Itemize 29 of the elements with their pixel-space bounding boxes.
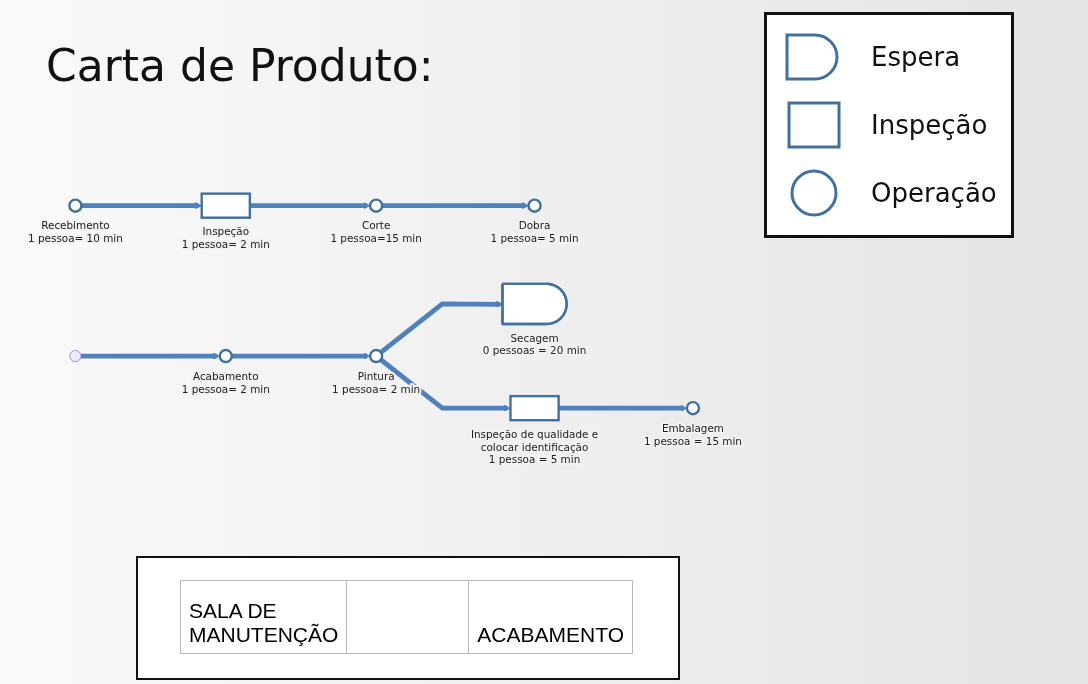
operation-circle bbox=[685, 401, 701, 416]
legend-label: Operação bbox=[871, 178, 997, 208]
inspection-square bbox=[200, 192, 252, 219]
block-arrow bbox=[249, 202, 371, 210]
operation-circle bbox=[527, 198, 542, 213]
delay-shape bbox=[501, 282, 568, 326]
legend-label: Inspeção bbox=[871, 110, 988, 140]
operation-circle bbox=[368, 348, 384, 364]
legend-label: Espera bbox=[871, 42, 961, 72]
table-cell-text: SALA DE MANUTENÇÃO bbox=[189, 599, 339, 646]
step-label: Dobra 1 pessoa= 5 min bbox=[490, 219, 579, 245]
step-label: Recebimento 1 pessoa= 10 min bbox=[28, 219, 123, 245]
step-label: Inspeção de qualidade e colocar identificação 1 pessoa = 5 min bbox=[470, 427, 599, 466]
operation-circle bbox=[218, 348, 233, 364]
step-label: Acabamento 1 pessoa= 2 min bbox=[181, 369, 270, 395]
step-label: Inspeção 1 pessoa= 2 min bbox=[181, 225, 270, 251]
operation-circle bbox=[68, 198, 83, 213]
operation-circle bbox=[368, 198, 384, 213]
step-label: Corte 1 pessoa=15 min bbox=[330, 219, 422, 245]
step-label: Secagem 0 pessoas = 20 min bbox=[482, 331, 587, 357]
block-arrow bbox=[81, 352, 221, 360]
block-arrow bbox=[231, 352, 371, 360]
inspection-square bbox=[509, 395, 560, 422]
title: Carta de Produto: bbox=[46, 40, 434, 91]
step-label: Embalagem 1 pessoa = 15 min bbox=[643, 421, 742, 447]
block-arrow bbox=[558, 404, 688, 412]
block-arrow bbox=[379, 358, 511, 412]
table-cell-text: ACABAMENTO bbox=[477, 623, 624, 646]
block-arrow bbox=[382, 202, 529, 210]
